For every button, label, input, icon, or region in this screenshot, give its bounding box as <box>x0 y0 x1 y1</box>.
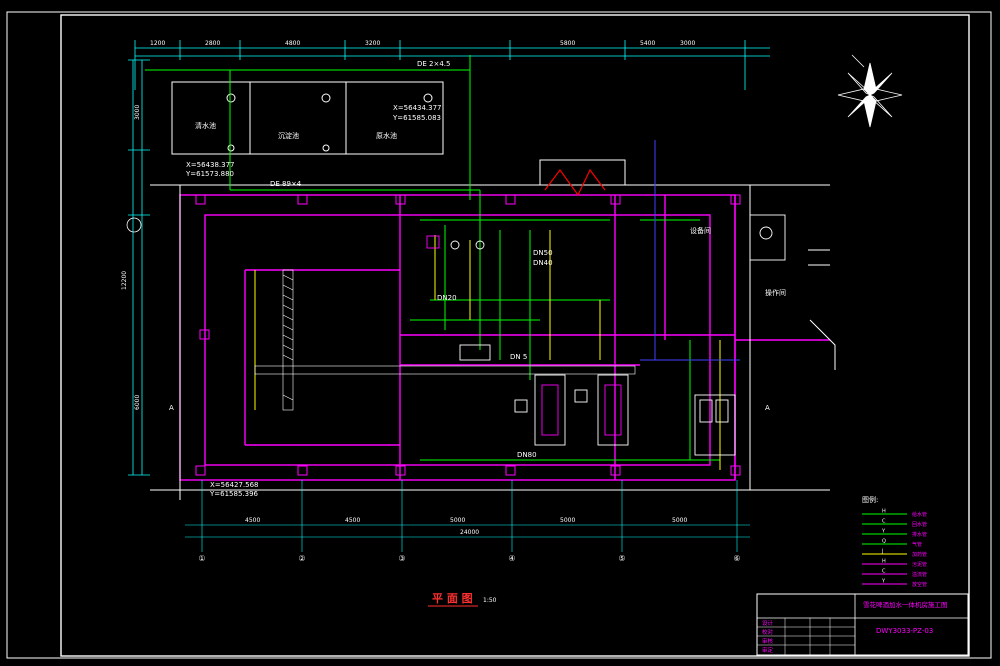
coord-2-y: Y=61573.880 <box>185 170 234 178</box>
pipe-label-1: DE 2×4.5 <box>417 60 451 68</box>
legend-desc-7: 溢流管 <box>912 571 927 578</box>
left-dim-2: 6000 <box>134 395 141 410</box>
bottom-dim-2: 4500 <box>345 517 360 524</box>
building-walls <box>179 194 830 481</box>
pipe-labels: DE 2×4.5 DE 89×4 DN50 DN20 DN40 DN 5 DN8… <box>270 60 553 459</box>
axis-bubble-2: ② <box>298 554 305 563</box>
sheet-border-outer <box>6 11 992 659</box>
top-dim-6: 5400 <box>640 40 655 47</box>
top-dimension-chain <box>134 40 770 90</box>
tb-row-1: 设计 <box>762 619 774 627</box>
coord-3-y: Y=61585.396 <box>209 490 259 498</box>
left-dimension-chain <box>128 59 150 476</box>
yellow-pipes <box>254 230 721 470</box>
bottom-dim-3: 5000 <box>450 517 465 524</box>
bottom-total: 24000 <box>460 529 479 536</box>
top-dim-7: 3000 <box>680 40 695 47</box>
legend-desc-5: 加药管 <box>912 551 927 558</box>
structural-columns <box>195 194 741 476</box>
legend-desc-3: 排水管 <box>912 531 927 538</box>
coord-1-x: X=56434.377 <box>393 104 442 112</box>
legend-desc-4: 气管 <box>912 541 922 548</box>
coord-1-y: Y=61585.083 <box>392 114 441 122</box>
title-block: 雪花啤酒加水一体机房施工图 DWY3033-PZ-03 设计 校对 审核 审定 <box>756 593 969 656</box>
top-dim-5: 5800 <box>560 40 575 47</box>
tank-label-2: 沉淀池 <box>278 131 299 140</box>
axis-bubble-3: ③ <box>398 554 405 563</box>
tb-row-4: 审定 <box>762 646 774 654</box>
legend-code-4: Q <box>882 539 886 545</box>
bottom-dimension-labels: 4500 4500 5000 5000 5000 24000 <box>245 517 687 536</box>
legend-code-8: Y <box>881 579 886 585</box>
coord-2-x: X=56438.377 <box>186 161 235 169</box>
legend-title: 图例: <box>862 495 878 504</box>
bottom-dim-5: 5000 <box>672 517 687 524</box>
legend-code-1: H <box>882 509 886 515</box>
hatched-channel <box>254 269 636 411</box>
tb-row-2: 校对 <box>762 628 774 636</box>
axis-bubble-4: ④ <box>508 554 515 563</box>
tank-labels: 清水池 沉淀池 原水池 <box>195 121 397 140</box>
drawing-title-group: 平 面 图 1:50 <box>428 592 497 607</box>
pipe-label-5: DN40 <box>533 259 553 267</box>
legend-code-7: C <box>882 569 886 575</box>
side-axis-bubbles: A A <box>126 217 770 412</box>
pipe-label-3: DN50 <box>533 249 553 257</box>
legend-desc-6: 污泥管 <box>912 561 927 568</box>
water-tanks <box>171 81 444 155</box>
axis-bubble-6: ⑥ <box>733 554 740 563</box>
drawing-number: DWY3033-PZ-03 <box>876 627 933 635</box>
tb-row-3: 审核 <box>762 637 774 645</box>
legend-desc-8: 放空管 <box>912 581 927 588</box>
top-dim-1: 1200 <box>150 40 165 47</box>
bottom-dim-4: 5000 <box>560 517 575 524</box>
room-labels: 设备间 操作间 <box>690 226 786 297</box>
legend-code-6: H <box>882 559 886 565</box>
tank-label-3: 原水池 <box>376 131 397 140</box>
equipment-units <box>426 214 786 456</box>
grid-axis-bubbles: ① ② ③ ④ ⑤ ⑥ <box>198 554 740 563</box>
blue-pipes <box>640 140 740 361</box>
left-total: 12200 <box>121 271 128 290</box>
top-dimension-labels: 1200 2800 4800 3200 5800 5400 3000 <box>150 40 695 47</box>
project-name: 雪花啤酒加水一体机房施工图 <box>863 600 948 609</box>
legend-code-5: J <box>881 549 883 555</box>
axis-bubble-1: ① <box>198 554 205 563</box>
grid-axis-lines <box>185 480 750 552</box>
drawing-scale: 1:50 <box>483 597 497 604</box>
room-label-1: 设备间 <box>690 226 711 235</box>
top-dim-4: 3200 <box>365 40 380 47</box>
pipe-label-7: DN80 <box>517 451 537 459</box>
top-dim-2: 2800 <box>205 40 220 47</box>
coordinate-labels: X=56434.377 Y=61585.083 X=56438.377 Y=61… <box>185 104 442 498</box>
pipe-label-6: DN 5 <box>510 353 527 361</box>
bottom-dim-1: 4500 <box>245 517 260 524</box>
side-axis-left: A <box>169 404 174 412</box>
side-axis-right: A <box>765 404 770 412</box>
red-roof-lines <box>544 168 606 197</box>
left-dim-1: 3000 <box>134 105 141 120</box>
sheet-border-inner <box>60 14 970 657</box>
top-dim-3: 4800 <box>285 40 300 47</box>
legend-desc-1: 给水管 <box>912 511 927 518</box>
drawing-title: 平 面 图 <box>432 592 473 605</box>
room-label-2: 操作间 <box>765 288 786 297</box>
left-dimension-labels: 12200 3000 6000 <box>121 105 141 410</box>
coord-3-x: X=56427.568 <box>210 481 259 489</box>
pipe-label-2: DE 89×4 <box>270 180 302 188</box>
tank-label-1: 清水池 <box>195 121 216 130</box>
north-arrow-icon <box>837 54 903 128</box>
legend: 图例: H 给水管 C 回水管 Y 排水管 Q 气管 J 加药管 H 污泥管 C 溢流管 Y 放空管 <box>862 495 927 588</box>
legend-desc-2: 回水管 <box>912 521 927 528</box>
legend-code-3: Y <box>881 529 886 535</box>
outer-building-outline <box>150 159 836 500</box>
pipe-label-4: DN20 <box>437 294 457 302</box>
axis-bubble-5: ⑤ <box>618 554 625 563</box>
legend-code-2: C <box>882 519 886 525</box>
